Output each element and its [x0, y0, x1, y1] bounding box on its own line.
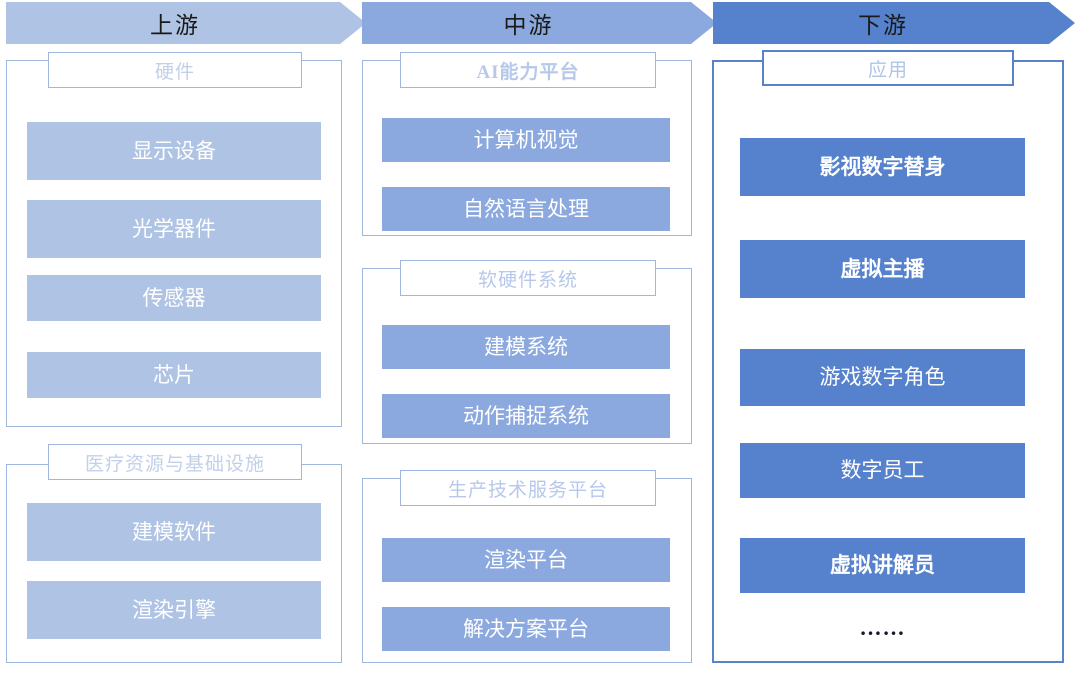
item-box[interactable]: 虚拟讲解员 [740, 538, 1025, 593]
item-label: 计算机视觉 [473, 127, 579, 152]
item-box[interactable]: 数字员工 [740, 443, 1025, 498]
more-items-ellipsis: …… [740, 612, 1025, 644]
item-label: 动作捕捉系统 [463, 403, 589, 428]
stage-chevron-midstream[interactable]: 中游 [362, 2, 717, 44]
item-box[interactable]: 光学器件 [27, 200, 321, 258]
item-box[interactable]: 自然语言处理 [382, 187, 670, 231]
group-title-hardware: 硬件 [48, 52, 302, 88]
stage-chevron-upstream[interactable]: 上游 [6, 2, 366, 44]
item-label: 虚拟主播 [840, 256, 925, 281]
group-title-label: 生产技术服务平台 [447, 479, 608, 501]
item-box[interactable]: 解决方案平台 [382, 607, 670, 651]
item-box[interactable]: 虚拟主播 [740, 240, 1025, 298]
item-label: 芯片 [153, 362, 195, 387]
item-box[interactable]: 渲染平台 [382, 538, 670, 582]
item-box[interactable]: 建模软件 [27, 503, 321, 561]
item-box[interactable]: 建模系统 [382, 325, 670, 369]
item-box[interactable]: 动作捕捉系统 [382, 394, 670, 438]
group-title-label: AI能力平台 [476, 61, 580, 83]
item-box[interactable]: 游戏数字角色 [740, 349, 1025, 406]
item-label: 影视数字替身 [819, 154, 946, 179]
item-label: 建模系统 [484, 334, 568, 359]
ellipsis-label: …… [859, 615, 906, 640]
item-label: 自然语言处理 [463, 196, 589, 221]
item-label: 游戏数字角色 [819, 365, 946, 389]
group-title-label: 应用 [867, 59, 908, 81]
item-box[interactable]: 显示设备 [27, 122, 321, 180]
group-title-label: 硬件 [154, 61, 195, 83]
group-title-application: 应用 [762, 50, 1014, 86]
item-label: 解决方案平台 [463, 616, 589, 641]
item-label: 渲染平台 [484, 547, 568, 572]
item-label: 数字员工 [840, 458, 925, 482]
stage-label-midstream: 中游 [503, 13, 554, 38]
group-title-production-service: 生产技术服务平台 [400, 470, 656, 506]
item-label: 显示设备 [132, 138, 216, 163]
item-box[interactable]: 计算机视觉 [382, 118, 670, 162]
item-label: 光学器件 [132, 216, 216, 241]
group-title-hw-sw-system: 软硬件系统 [400, 260, 656, 296]
item-label: 建模软件 [132, 519, 216, 544]
item-box[interactable]: 芯片 [27, 352, 321, 398]
item-box[interactable]: 渲染引擎 [27, 581, 321, 639]
stage-chevron-downstream[interactable]: 下游 [713, 2, 1075, 44]
group-title-ai-platform: AI能力平台 [400, 52, 656, 88]
group-title-label: 软硬件系统 [477, 269, 578, 291]
group-title-label: 医疗资源与基础设施 [84, 453, 265, 475]
item-box[interactable]: 影视数字替身 [740, 138, 1025, 196]
item-label: 传感器 [142, 285, 206, 310]
stage-label-upstream: 上游 [150, 13, 200, 38]
group-title-medical-resources: 医疗资源与基础设施 [48, 444, 302, 480]
item-label: 渲染引擎 [132, 597, 216, 622]
stage-label-downstream: 下游 [858, 13, 908, 38]
stage-header-row: 上游 中游 下游 [0, 2, 1080, 44]
item-box[interactable]: 传感器 [27, 275, 321, 321]
item-label: 虚拟讲解员 [830, 553, 935, 577]
